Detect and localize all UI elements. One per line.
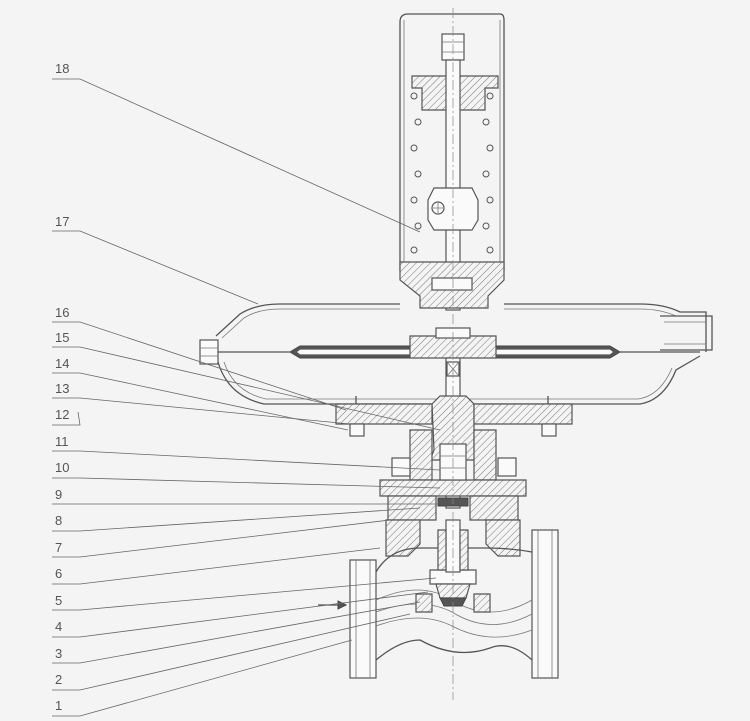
label-2: 2 bbox=[55, 672, 62, 687]
label-4: 4 bbox=[55, 619, 62, 634]
valve-body bbox=[318, 519, 559, 679]
spring-coils bbox=[410, 92, 494, 254]
label-11: 11 bbox=[55, 434, 69, 449]
spring-housing bbox=[399, 13, 505, 311]
label-7: 7 bbox=[55, 540, 62, 555]
label-8: 8 bbox=[55, 513, 62, 528]
label-12: 12 bbox=[55, 407, 69, 422]
label-15: 15 bbox=[55, 330, 69, 345]
label-5: 5 bbox=[55, 593, 62, 608]
bonnet bbox=[335, 357, 573, 521]
label-18: 18 bbox=[55, 61, 69, 76]
label-16: 16 bbox=[55, 305, 69, 320]
label-14: 14 bbox=[55, 356, 69, 371]
part-labels: 18 17 16 15 14 13 12 11 10 9 8 7 6 5 4 3… bbox=[55, 61, 69, 713]
leader-lines bbox=[52, 78, 441, 717]
label-17: 17 bbox=[55, 214, 69, 229]
label-10: 10 bbox=[55, 460, 69, 475]
label-13: 13 bbox=[55, 381, 69, 396]
label-3: 3 bbox=[55, 646, 62, 661]
label-6: 6 bbox=[55, 566, 62, 581]
label-1: 1 bbox=[55, 698, 62, 713]
label-9: 9 bbox=[55, 487, 62, 502]
